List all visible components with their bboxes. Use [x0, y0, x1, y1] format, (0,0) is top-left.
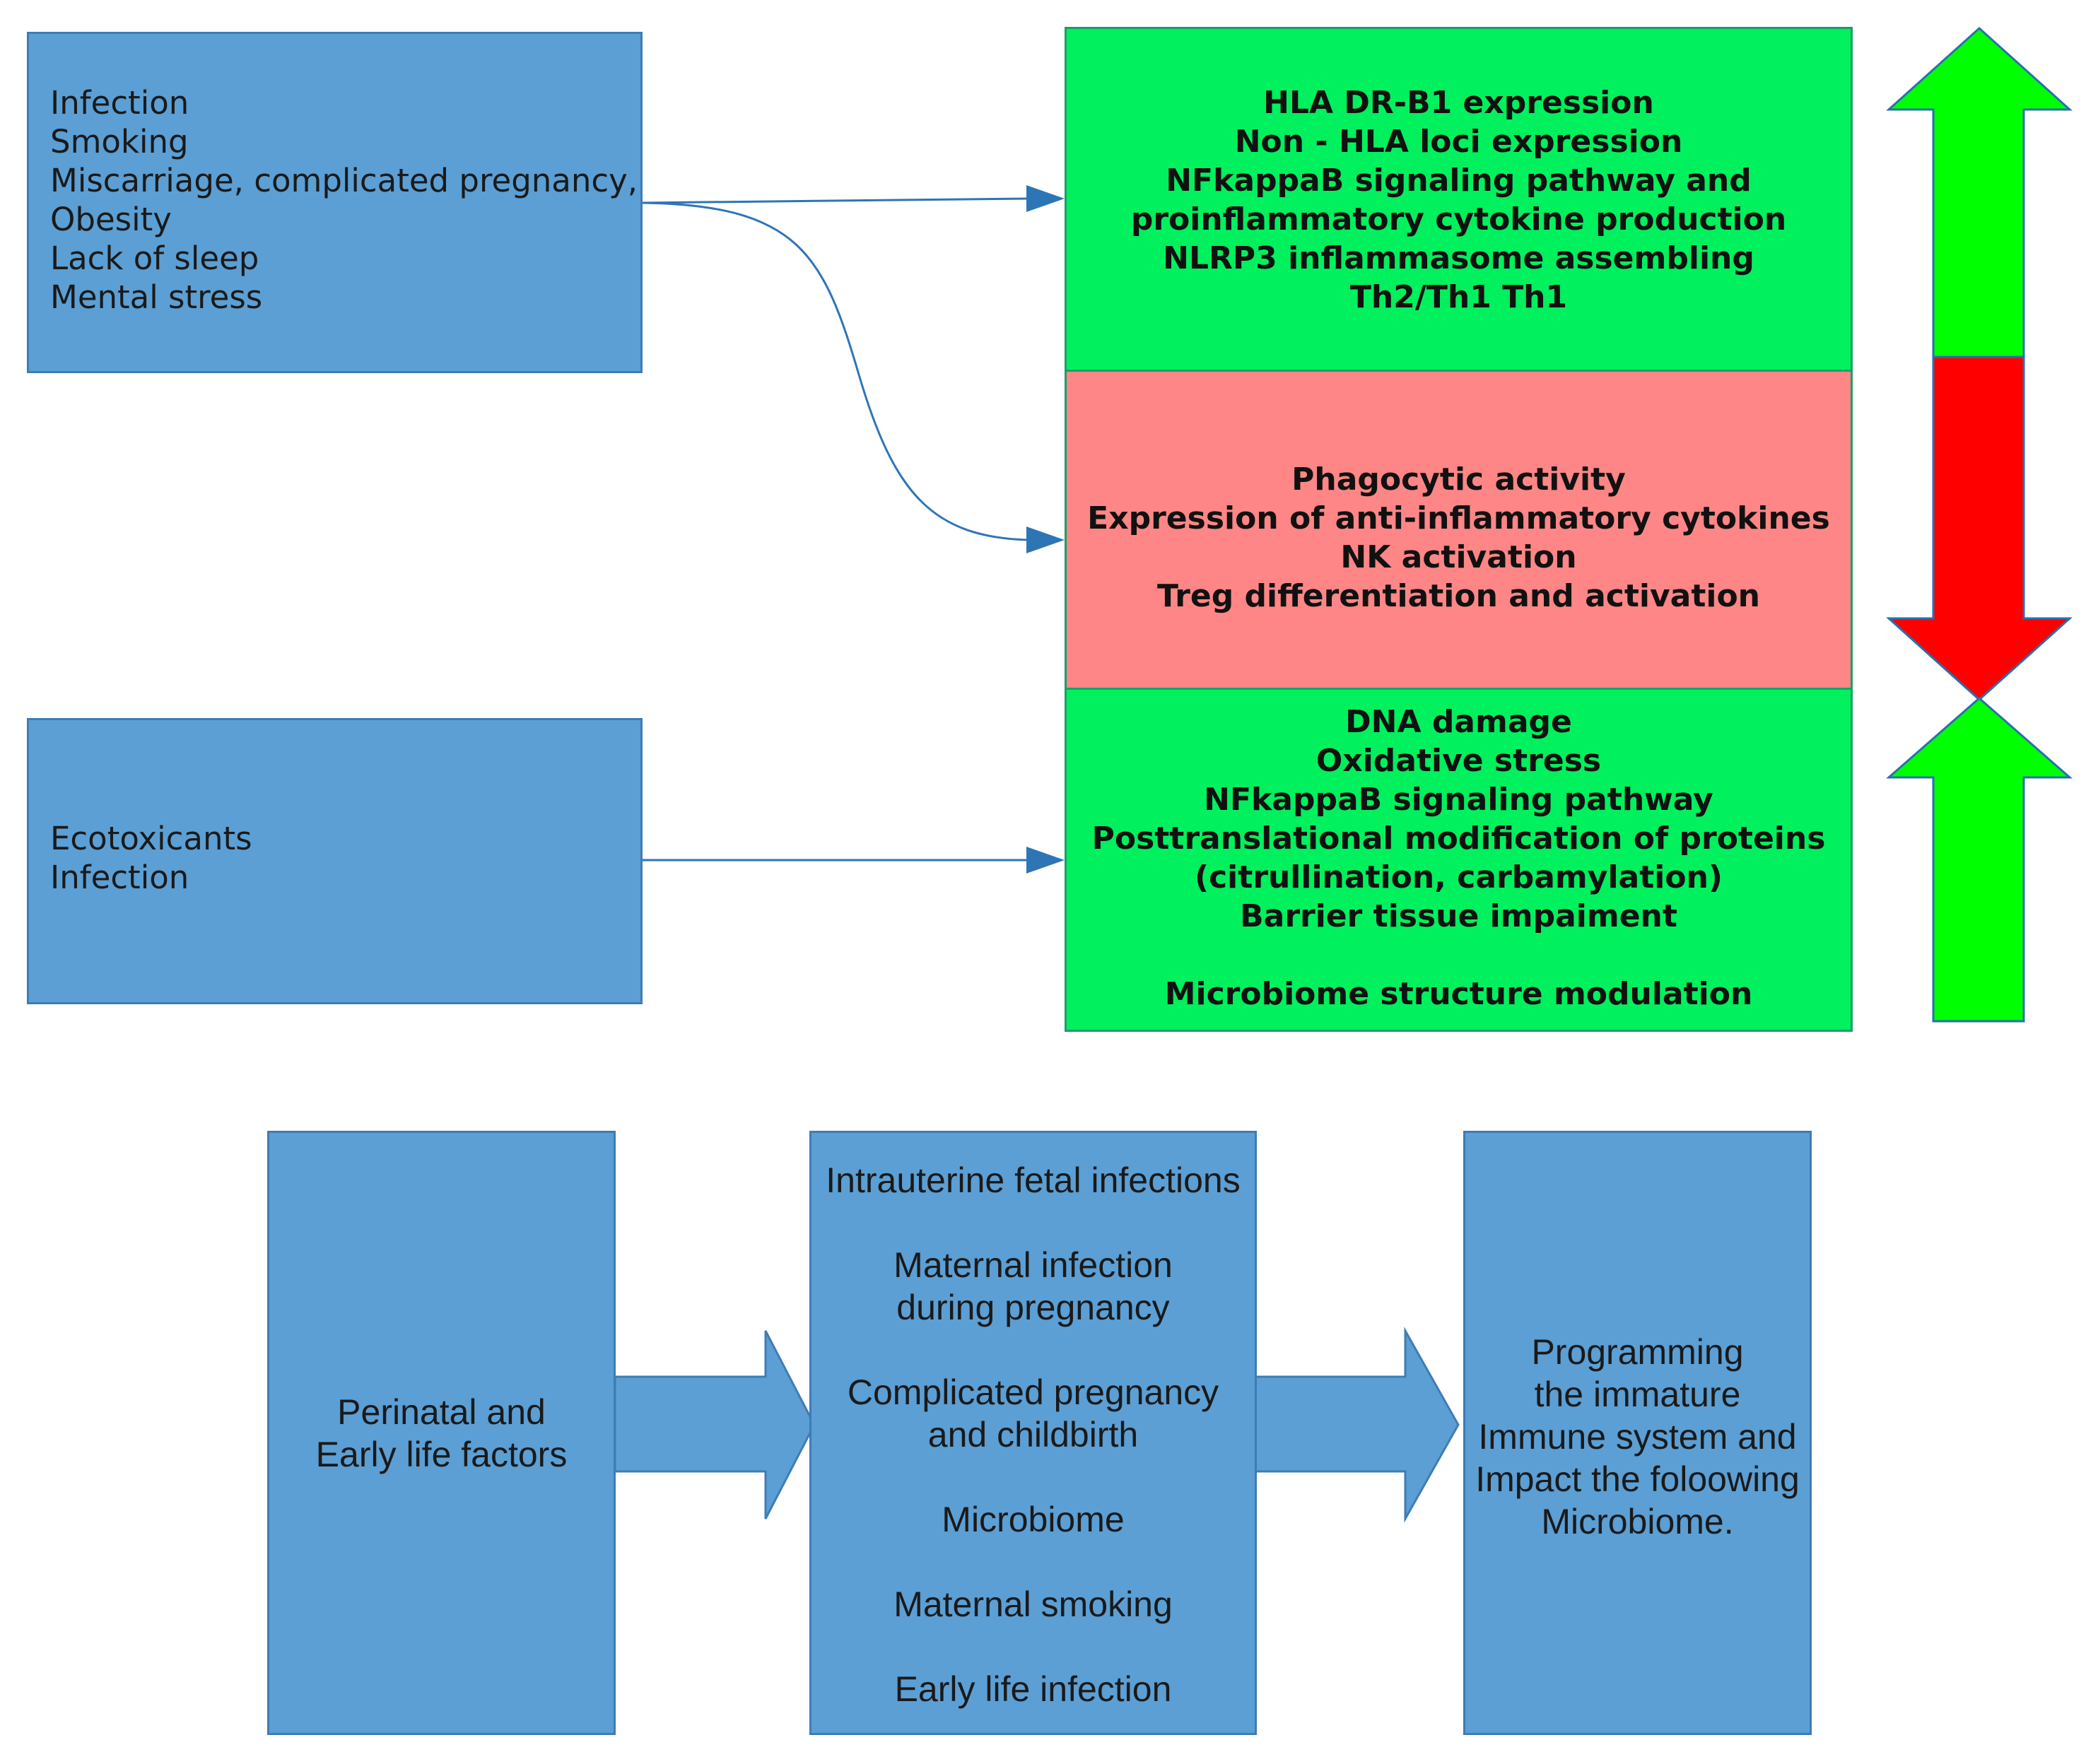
down-arrow-icon — [1886, 355, 2073, 702]
upregulated-mechanisms-box-2: DNA damage Oxidative stress NFkappaB sig… — [1065, 688, 1853, 1032]
mechanism-item: Th2/Th1 Th1 — [1349, 279, 1568, 315]
mechanism-item: NFkappaB signaling pathway — [1204, 782, 1713, 818]
factor-item: Early life infection — [811, 1668, 1255, 1710]
block-arrow-icon — [1251, 1327, 1460, 1523]
factor-item: Maternal smoking — [811, 1583, 1255, 1668]
outcome-label: the immature — [1534, 1375, 1741, 1414]
risk-factor-item: Infection — [50, 859, 189, 896]
risk-factor-item: Ecotoxicants — [50, 820, 252, 857]
up-arrow-icon — [1886, 697, 2073, 1023]
connector-arrow-to-downregulated — [641, 201, 1029, 541]
block-arrow-icon — [614, 1330, 816, 1519]
outcome-label: Impact the foloowing — [1475, 1459, 1800, 1499]
mechanism-item: NFkappaB signaling pathway and — [1166, 163, 1752, 199]
outcome-label: Microbiome. — [1541, 1502, 1734, 1541]
factor-text: Early life infection — [894, 1669, 1172, 1709]
mechanism-item: NLRP3 inflammasome assembling — [1163, 240, 1754, 276]
connector-arrow-to-upregulated — [641, 197, 1029, 204]
factor-item: Maternal infection during pregnancy — [811, 1244, 1255, 1371]
early-life-factors-box: Perinatal and Early life factors — [267, 1131, 616, 1735]
factor-item: Complicated pregnancy and childbirth — [811, 1371, 1255, 1498]
downregulated-mechanisms-box: Phagocytic activity Expression of anti-i… — [1065, 370, 1853, 690]
factor-text: Intrauterine fetal infections — [826, 1160, 1241, 1200]
early-life-label: Early life factors — [315, 1434, 568, 1474]
risk-factor-item: Miscarriage, complicated pregnancy, — [50, 162, 638, 199]
mechanism-item: Barrier tissue impaiment — [1240, 898, 1677, 934]
risk-factors-box-1: Infection Smoking Miscarriage, complicat… — [27, 32, 643, 373]
mechanism-item: Oxidative stress — [1315, 743, 1602, 779]
spacer-line — [1067, 936, 1851, 975]
mechanism-item: Treg differentiation and activation — [1156, 578, 1760, 614]
factor-text: Complicated pregnancy — [847, 1372, 1219, 1412]
risk-factor-item: Obesity — [50, 201, 172, 238]
connector-arrow-icon — [1026, 185, 1065, 212]
risk-factor-item: Lack of sleep — [50, 240, 259, 277]
up-arrow-icon — [1886, 26, 2073, 358]
outcome-box: Programming the immature Immune system a… — [1463, 1131, 1812, 1735]
factor-text: Maternal smoking — [893, 1584, 1173, 1624]
mechanism-item: HLA DR-B1 expression — [1263, 85, 1654, 121]
outcome-label: Programming — [1531, 1332, 1744, 1372]
mechanism-item: Posttranslational modification of protei… — [1091, 821, 1826, 857]
factor-text: Maternal infection — [893, 1245, 1173, 1285]
risk-factor-item: Infection — [50, 84, 189, 122]
early-life-label: Perinatal and — [337, 1392, 546, 1432]
risk-factors-box-2: Ecotoxicants Infection — [27, 718, 643, 1004]
mechanism-item: DNA damage — [1345, 704, 1572, 740]
mechanism-item: Expression of anti-inflammatory cytokine… — [1087, 500, 1830, 536]
upregulated-mechanisms-box: HLA DR-B1 expression Non - HLA loci expr… — [1065, 27, 1853, 372]
mechanism-item: (citrullination, carbamylation) — [1194, 859, 1723, 895]
factor-item: Microbiome — [811, 1498, 1255, 1583]
factor-text: Microbiome — [942, 1500, 1125, 1539]
perinatal-factors-box: Intrauterine fetal infections Maternal i… — [809, 1131, 1257, 1735]
connector-arrow-icon — [1026, 527, 1065, 553]
factor-text: during pregnancy — [896, 1288, 1170, 1327]
mechanism-item: NK activation — [1340, 539, 1577, 575]
risk-factor-item: Mental stress — [50, 278, 263, 316]
mechanism-item: Microbiome structure modulation — [1164, 976, 1753, 1012]
mechanism-item: proinflammatory cytokine production — [1130, 201, 1787, 237]
connector-arrow-icon — [1026, 847, 1065, 874]
mechanism-item: Non - HLA loci expression — [1234, 124, 1683, 160]
risk-factor-item: Smoking — [50, 123, 189, 160]
mechanism-item: Phagocytic activity — [1291, 461, 1626, 498]
factor-item: Intrauterine fetal infections — [811, 1159, 1255, 1244]
outcome-label: Immune system and — [1478, 1417, 1797, 1457]
factor-text: and childbirth — [927, 1415, 1139, 1454]
